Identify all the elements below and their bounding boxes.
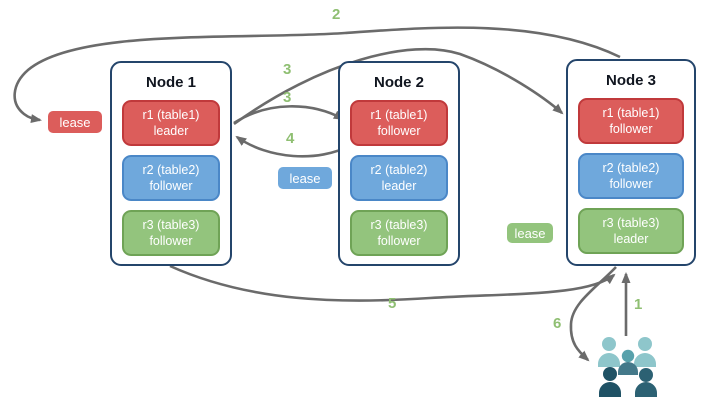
arrow-step-3-to-node3 — [233, 47, 564, 126]
step-label-2: 2 — [332, 6, 341, 23]
node3-r3-leader: r3 (table3) leader — [578, 208, 684, 254]
replica-role: leader — [381, 179, 417, 193]
lease-badge-table3: lease — [507, 223, 553, 243]
step-label-3b: 3 — [283, 89, 292, 106]
arrow-step-3-to-node2 — [233, 105, 345, 125]
node1-r1-leader: r1 (table1) leader — [122, 100, 220, 146]
replica-name: r3 (table3) — [370, 217, 428, 232]
node2-r1-follower: r1 (table1) follower — [350, 100, 448, 146]
users-group-icon — [598, 337, 657, 397]
replica-name: r3 (table3) — [602, 215, 660, 230]
node2-r2-leader: r2 (table2) leader — [350, 155, 448, 201]
lease-badge-table2: lease — [278, 167, 332, 189]
replica-role: follower — [149, 179, 193, 193]
step-label-5: 5 — [388, 295, 397, 312]
arrow-step-5 — [169, 264, 616, 302]
replica-name: r1 (table1) — [602, 105, 660, 120]
node1-r3-follower: r3 (table3) follower — [122, 210, 220, 256]
node-2-title: Node 2 — [373, 74, 424, 91]
arrow-step-2 — [13, 26, 621, 123]
node2-r3-follower: r3 (table3) follower — [350, 210, 448, 256]
replica-role: follower — [377, 124, 421, 138]
replica-role: follower — [149, 234, 193, 248]
node1-r2-follower: r2 (table2) follower — [122, 155, 220, 201]
replica-name: r1 (table1) — [370, 107, 428, 122]
replica-role: leader — [153, 124, 189, 138]
replica-name: r1 (table1) — [142, 107, 200, 122]
step-label-6: 6 — [553, 315, 562, 332]
replica-name: r3 (table3) — [142, 217, 200, 232]
replica-name: r2 (table2) — [370, 162, 428, 177]
replica-role: leader — [613, 232, 649, 246]
lease-badge-table1: lease — [48, 111, 102, 133]
replica-role: follower — [377, 234, 421, 248]
node-1: Node 1 r1 (table1) leader r2 (table2) fo… — [110, 61, 232, 266]
node3-r1-follower: r1 (table1) follower — [578, 98, 684, 144]
replica-role: follower — [609, 122, 653, 136]
arrow-step-6 — [569, 266, 617, 362]
replica-name: r2 (table2) — [142, 162, 200, 177]
node-3: Node 3 r1 (table1) follower r2 (table2) … — [566, 59, 696, 266]
node-3-title: Node 3 — [605, 72, 656, 89]
replica-name: r2 (table2) — [602, 160, 660, 175]
step-label-1: 1 — [634, 296, 643, 313]
replica-role: follower — [609, 177, 653, 191]
step-label-3a: 3 — [283, 61, 292, 78]
node-2: Node 2 r1 (table1) follower r2 (table2) … — [338, 61, 460, 266]
step-label-4: 4 — [286, 130, 295, 147]
node-1-title: Node 1 — [145, 74, 196, 91]
node3-r2-follower: r2 (table2) follower — [578, 153, 684, 199]
